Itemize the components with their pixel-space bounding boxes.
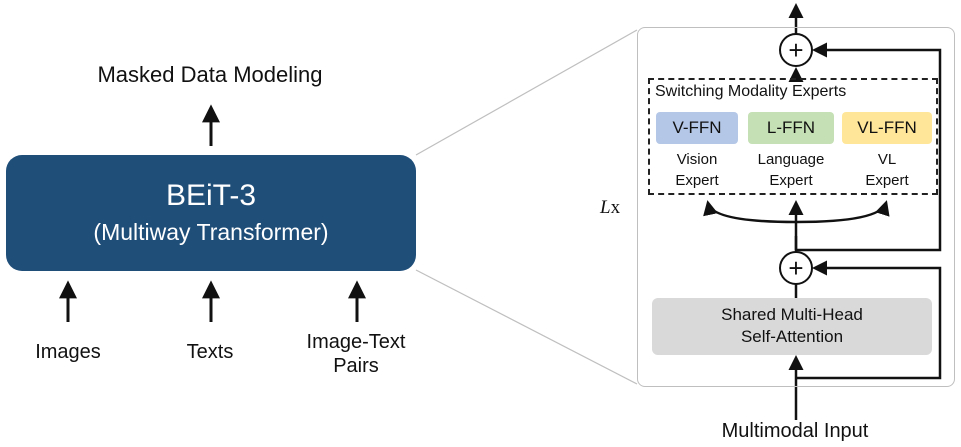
vl-expert-label: VL Expert	[842, 149, 932, 191]
experts-title: Switching Modality Experts	[655, 83, 847, 100]
transformer-block-panel	[637, 27, 955, 387]
vision-expert-label: Vision Expert	[656, 149, 738, 191]
layer-count-symbol: L	[600, 197, 611, 218]
vision-expert-line1: Vision	[676, 151, 718, 168]
input-pairs-line2: Pairs	[333, 355, 379, 377]
experts-dashed-box	[648, 78, 938, 195]
model-title: BEiT-3	[165, 179, 257, 212]
add-symbol-lower: +	[788, 253, 804, 283]
v-ffn-block: V-FFN	[656, 112, 738, 144]
add-symbol-upper: +	[788, 35, 804, 65]
attention-line2: Self-Attention	[740, 327, 844, 346]
input-pairs-label: Image-Text Pairs	[290, 330, 422, 378]
vision-expert-line2: Expert	[675, 172, 719, 189]
language-expert-line1: Language	[757, 151, 825, 168]
zoom-line-bottom	[415, 269, 638, 385]
l-ffn-block: L-FFN	[748, 112, 834, 144]
input-images-label: Images	[35, 341, 101, 363]
route-curve	[703, 200, 890, 224]
layer-repeat-label: Lx	[600, 197, 630, 221]
vl-ffn-block: VL-FFN	[842, 112, 932, 144]
input-texts-label: Texts	[186, 341, 234, 363]
output-label: Masked Data Modeling	[97, 62, 323, 87]
residual-lower	[796, 260, 942, 380]
beit3-model-box: BEiT-3 (Multiway Transformer)	[6, 155, 416, 271]
layer-repeat-suffix: x	[610, 197, 621, 218]
model-subtitle: (Multiway Transformer)	[93, 219, 329, 245]
language-expert-label: Language Expert	[742, 149, 840, 191]
vl-expert-line1: VL	[877, 151, 897, 168]
language-expert-line2: Expert	[769, 172, 813, 189]
residual-upper	[796, 42, 942, 252]
multimodal-input-label: Multimodal Input	[721, 420, 869, 442]
zoom-line-top	[415, 29, 638, 156]
input-pairs-line1: Image-Text	[306, 331, 406, 353]
shared-attention-block: Shared Multi-Head Self-Attention	[652, 298, 932, 355]
vl-expert-line2: Expert	[865, 172, 909, 189]
attention-line1: Shared Multi-Head	[721, 305, 863, 324]
